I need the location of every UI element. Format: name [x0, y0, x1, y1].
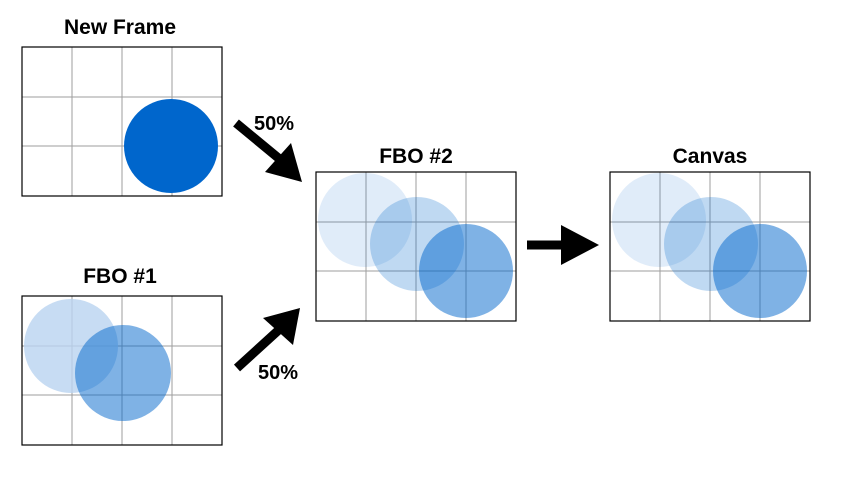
canvas-panel: Canvas — [609, 145, 811, 322]
fbo1-circle-new — [75, 325, 171, 421]
canvas-circle-oldest — [612, 173, 706, 267]
fbo2-border — [315, 171, 517, 322]
new-frame-circle — [124, 99, 218, 193]
new-frame-panel: New Frame — [21, 16, 223, 197]
top-arrow-percent-label: 50% — [254, 113, 294, 135]
fbo2-grid — [316, 172, 516, 321]
fbo2-circle-oldest — [318, 173, 412, 267]
new-frame-border — [21, 46, 223, 197]
canvas-title: Canvas — [673, 145, 748, 168]
fbo2-panel: FBO #2 — [315, 145, 517, 322]
canvas-circle-newest — [713, 224, 807, 318]
canvas-border — [609, 171, 811, 322]
fbo1-title: FBO #1 — [83, 265, 157, 288]
new-frame-title: New Frame — [64, 16, 176, 39]
fbo2-title: FBO #2 — [379, 145, 453, 168]
arrow-fbo1-to-fbo2 — [233, 308, 300, 372]
fbo1-border — [21, 295, 223, 446]
fbo2-circle-newest — [419, 224, 513, 318]
arrow-fbo2-to-canvas — [527, 225, 599, 265]
arrow-new-frame-to-fbo2 — [233, 119, 302, 182]
fbo1-panel: FBO #1 — [21, 265, 223, 446]
bottom-arrow-percent-label: 50% — [258, 362, 298, 384]
